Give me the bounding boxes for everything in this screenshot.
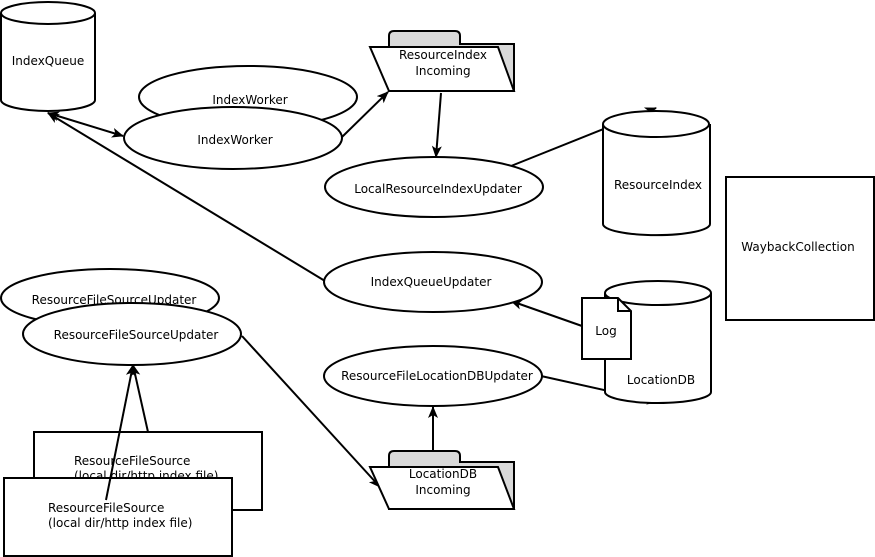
edge-incoming-localresourceindexupdater [431, 92, 442, 158]
waybackcollection-node: WaybackCollection [725, 176, 875, 321]
locationdb-incoming-line1: LocationDB [409, 467, 477, 481]
resourcefilesource-front-line1: ResourceFileSource [48, 501, 164, 515]
indexqueue-node: IndexQueue [0, 1, 96, 112]
edge-indexworker-resourceindex-incoming [341, 91, 389, 138]
waybackcollection-label: WaybackCollection [741, 240, 854, 254]
resourceindex-label: ResourceIndex [614, 178, 702, 192]
resourcefilelocationdbupdater-label: ResourceFileLocationDBUpdater [341, 369, 533, 383]
resourceindex-incoming-line2: Incoming [415, 64, 470, 78]
edge-log-indexqueueupdater [510, 299, 583, 327]
resourceindex-incoming-folder: ResourceIndex Incoming [368, 30, 516, 92]
locationdb-incoming-line2: Incoming [415, 483, 470, 497]
resourceindex-node: ResourceIndex [602, 110, 711, 237]
resourcefilelocationdbupdater-node: ResourceFileLocationDBUpdater [323, 345, 543, 407]
indexworker-back-label: IndexWorker [212, 93, 287, 107]
resourcefilesourceupdater-front-label: ResourceFileSourceUpdater [54, 328, 219, 342]
indexqueueupdater-node: IndexQueueUpdater [323, 251, 543, 313]
resourcefilesourceupdater-front-node: ResourceFileSourceUpdater [22, 302, 242, 366]
edges [47, 91, 659, 488]
locationdb-incoming-folder: LocationDB Incoming [368, 450, 516, 510]
localresourceindexupdater-label: LocalResourceIndexUpdater [354, 182, 522, 196]
edge-resourcefilesource-front-updater [105, 364, 136, 501]
edge-resourcefilesource-back-updater [130, 364, 149, 433]
log-document: Log [581, 297, 632, 360]
indexworker-front-label: IndexWorker [197, 133, 272, 147]
indexqueue-label: IndexQueue [12, 54, 84, 68]
resourcefilesource-back-line1: ResourceFileSource [74, 454, 190, 468]
indexqueueupdater-label: IndexQueueUpdater [371, 275, 492, 289]
localresourceindexupdater-node: LocalResourceIndexUpdater [324, 156, 544, 218]
resourcefilesource-front-node: ResourceFileSource (local dir/http index… [3, 477, 233, 557]
resourceindex-incoming-line1: ResourceIndex [399, 48, 487, 62]
edge-indexqueueupdater-indexqueue [47, 112, 326, 282]
indexworker-front-node: IndexWorker [123, 106, 343, 170]
edge-indexqueue-indexworker [47, 111, 124, 138]
edge-sourceupdater-locationdb-incoming [241, 335, 381, 488]
locationdb-label: LocationDB [627, 373, 695, 387]
resourcefilesource-front-line2: (local dir/http index file) [48, 516, 192, 530]
log-label: Log [595, 324, 616, 338]
